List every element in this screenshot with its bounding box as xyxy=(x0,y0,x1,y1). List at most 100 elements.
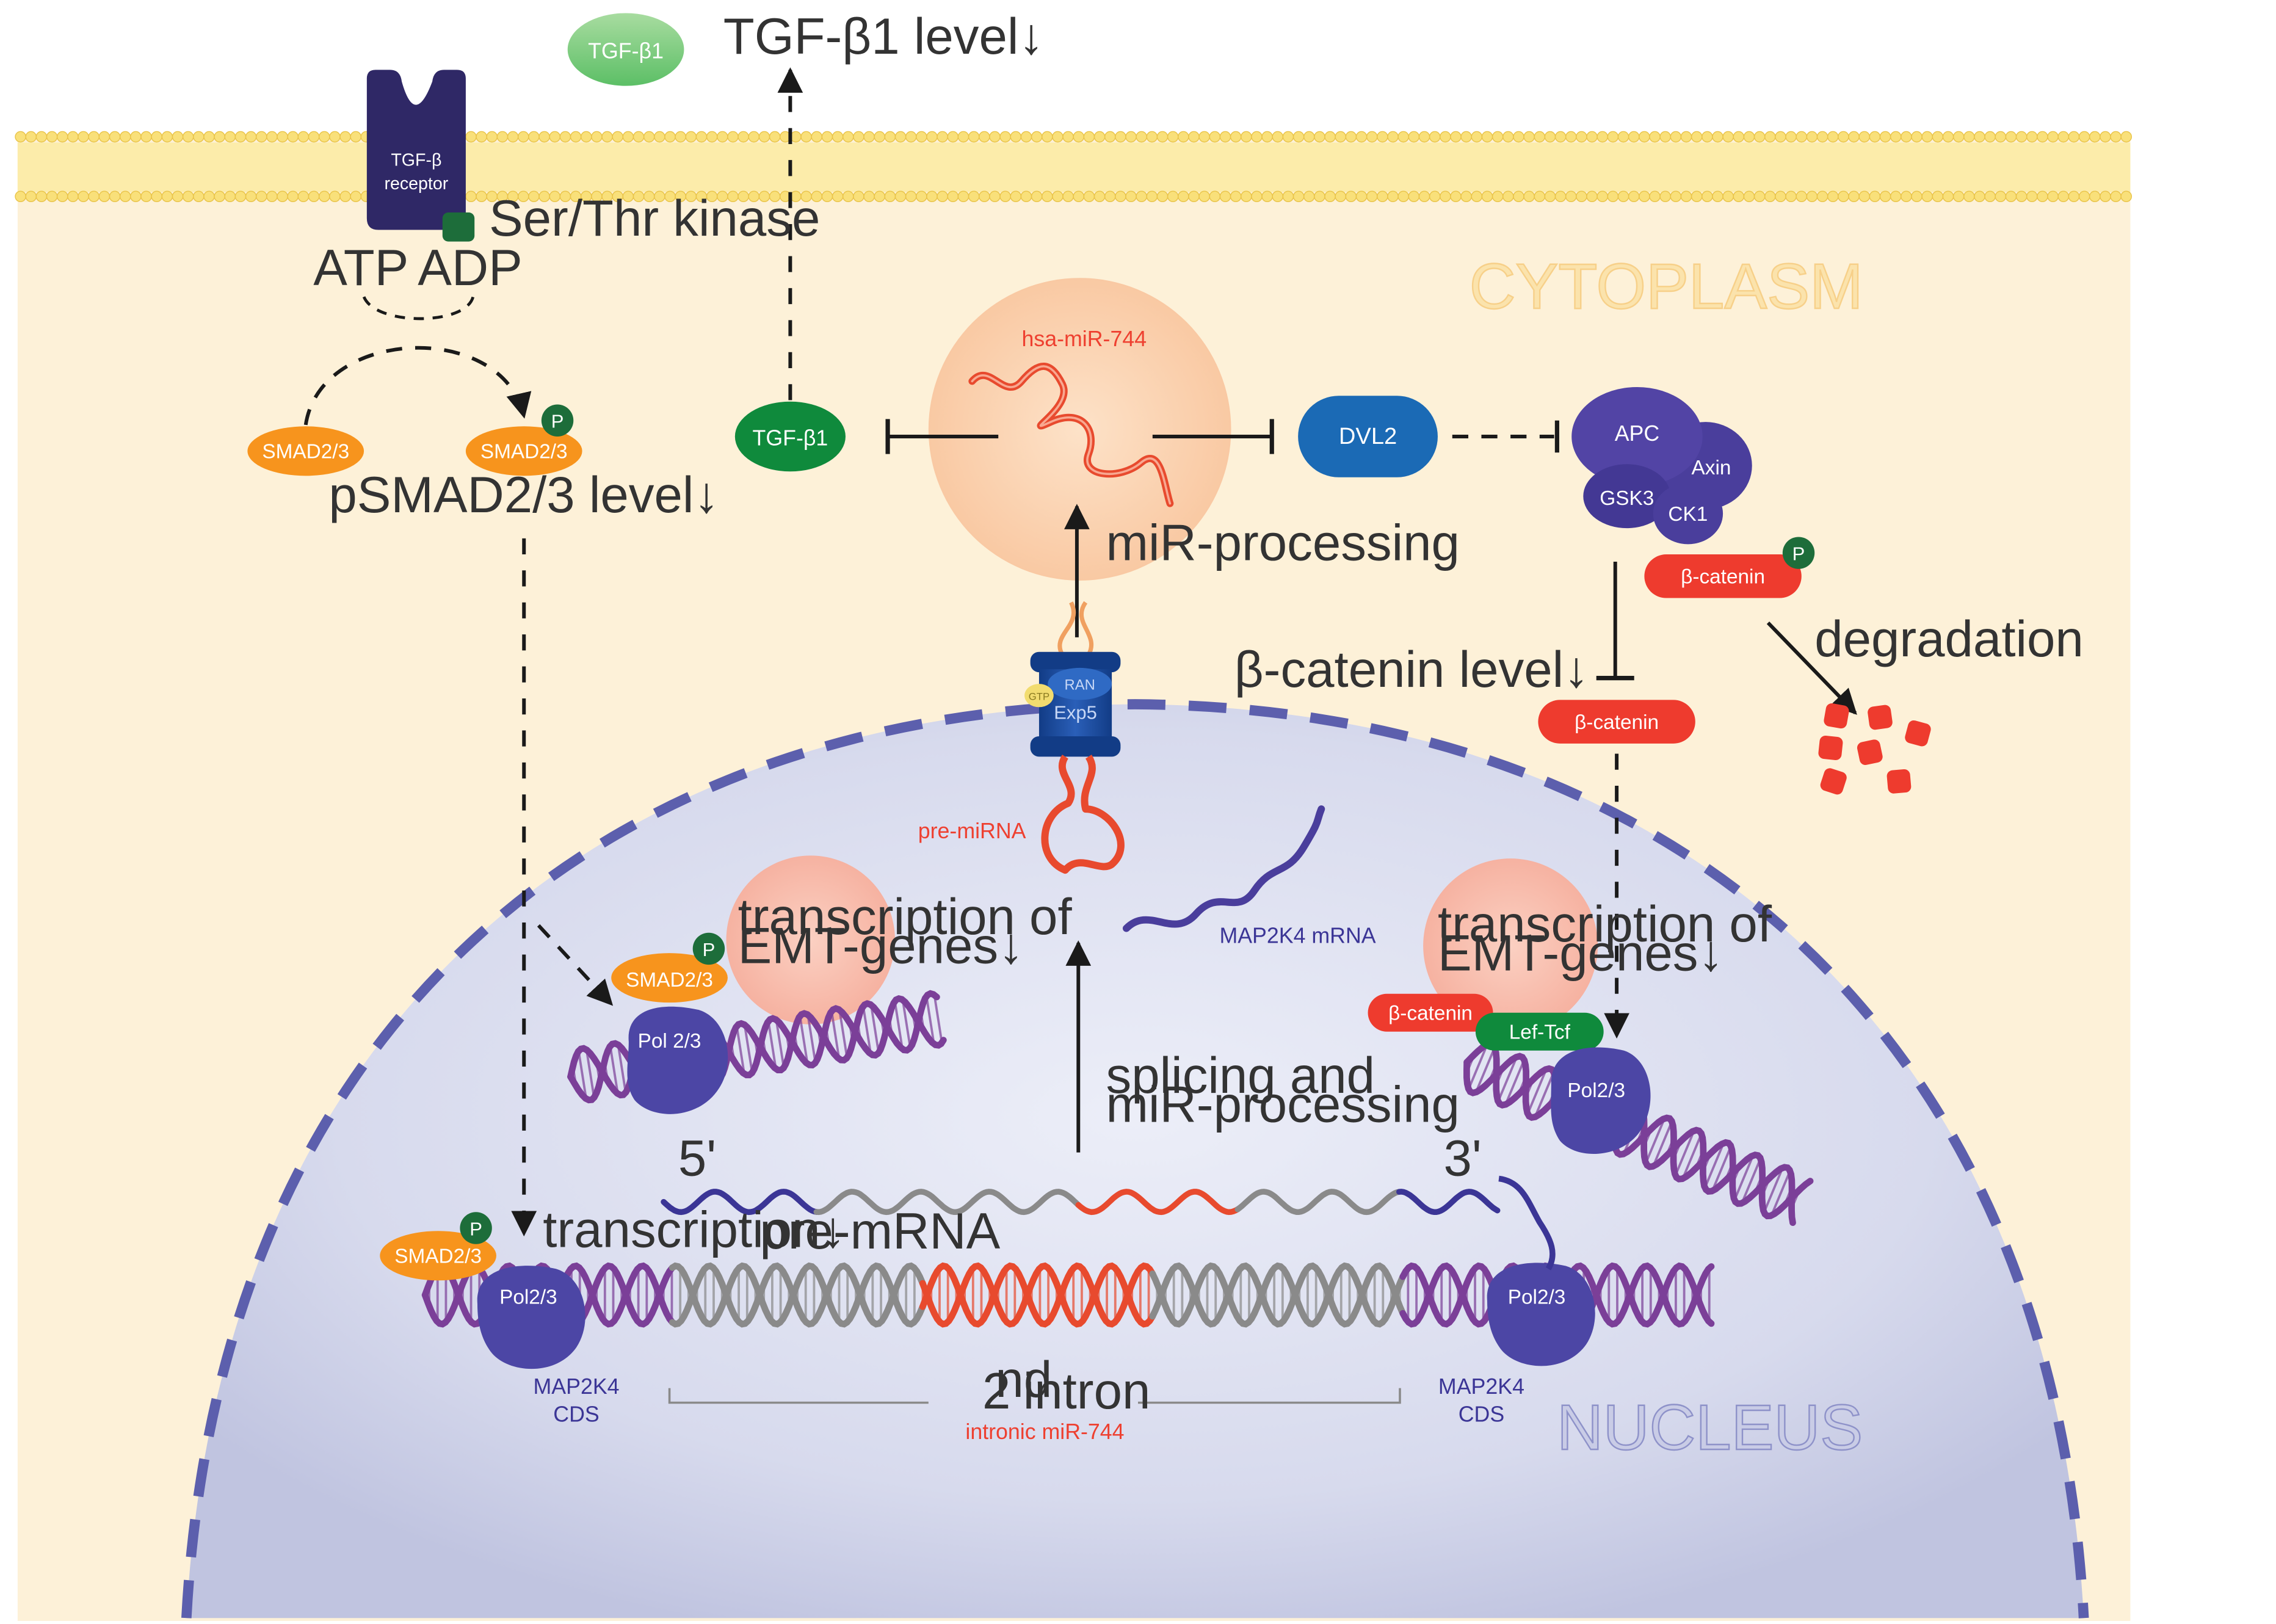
lipid-head-inner xyxy=(1565,190,1577,203)
receptor-label-2: receptor xyxy=(384,174,448,194)
lipid-head-inner xyxy=(1617,190,1629,203)
lipid-head-outer xyxy=(339,131,351,143)
lipid-head-inner xyxy=(1901,190,1912,203)
lipid-head-outer xyxy=(256,131,267,143)
lipid-head-outer xyxy=(203,131,215,143)
b-catenin-level-label: β-catenin level↓ xyxy=(1234,640,1589,698)
atp-adp-arc xyxy=(362,296,475,321)
lipid-head-outer xyxy=(811,131,823,143)
lipid-head-inner xyxy=(297,190,310,203)
psmad-level-label: pSMAD2/3 level↓ xyxy=(328,466,719,523)
lipid-head-inner xyxy=(1104,190,1116,203)
lipid-head-inner xyxy=(476,190,487,203)
lipid-head-outer xyxy=(1974,131,1985,143)
lipid-head-outer xyxy=(1282,131,1294,143)
lipid-head-inner xyxy=(35,190,48,203)
mir-processing-label: miR-processing xyxy=(1106,514,1460,571)
dna-base-pair xyxy=(806,1015,817,1063)
lipid-head-outer xyxy=(685,131,697,143)
dna-base-pair xyxy=(1504,1059,1526,1105)
intron-ordinal: 2 xyxy=(982,1362,1010,1419)
lipid-head-outer xyxy=(528,131,540,143)
lipid-head-inner xyxy=(1995,190,2007,203)
splicing-line1: splicing and xyxy=(1106,1046,1375,1104)
tgf-b1-secreted xyxy=(567,13,684,86)
receptor-label-1: TGF-β xyxy=(391,151,441,170)
lipid-head-outer xyxy=(1963,131,1975,143)
lipid-head-outer xyxy=(968,131,980,143)
lipid-head-inner xyxy=(1481,190,1493,203)
smad-unphosphorylated xyxy=(247,426,364,476)
lipid-head-outer xyxy=(1753,131,1766,143)
lipid-head-inner xyxy=(1628,190,1640,203)
lipid-head-outer xyxy=(318,131,330,143)
lipid-head-outer xyxy=(465,131,477,143)
lipid-head-outer xyxy=(790,131,802,143)
lipid-head-outer xyxy=(1397,131,1410,143)
lipid-head-outer xyxy=(999,131,1011,143)
lipid-head-outer xyxy=(98,131,111,143)
lipid-head-inner xyxy=(2100,190,2111,203)
lipid-head-inner xyxy=(172,190,184,203)
ck1-node xyxy=(1653,483,1723,545)
lipid-head-inner xyxy=(1093,190,1106,203)
smad-nuclear-left-label: SMAD2/3 xyxy=(626,969,713,991)
lipid-head-outer xyxy=(1534,131,1546,143)
tgf-b1-secreted-label: TGF-β1 xyxy=(588,38,664,63)
fragment xyxy=(1824,703,1849,729)
lipid-head-inner xyxy=(1198,190,1210,203)
lipid-head-inner xyxy=(78,190,89,203)
lipid-head-inner xyxy=(1335,190,1347,203)
lipid-head-outer xyxy=(643,131,655,143)
lipid-head-outer xyxy=(25,131,37,143)
tgf-b1-node xyxy=(734,401,846,472)
lipid-head-inner xyxy=(1544,190,1556,203)
lipid-head-inner xyxy=(1942,190,1954,203)
lipid-head-inner xyxy=(1869,190,1881,203)
lipid-head-inner xyxy=(821,190,833,203)
lipid-head-outer xyxy=(245,131,257,143)
lipid-head-inner xyxy=(1502,190,1514,203)
lipid-head-outer xyxy=(1073,131,1085,143)
lipid-head-outer xyxy=(2089,131,2101,143)
lipid-head-inner xyxy=(1491,190,1504,203)
lipid-head-outer xyxy=(821,131,833,143)
lipid-head-outer xyxy=(1628,131,1640,143)
lipid-head-inner xyxy=(1596,190,1609,203)
dna-base-pair xyxy=(1467,1044,1488,1090)
lipid-head-inner xyxy=(1460,190,1472,203)
cytoplasm-label: CYTOPLASM xyxy=(1470,251,1863,322)
lipid-head-outer xyxy=(1879,131,1891,143)
dna-base-pair xyxy=(1763,1167,1784,1213)
lipid-head-inner xyxy=(937,190,948,203)
lipid-head-outer xyxy=(2005,131,2017,143)
lipid-head-inner xyxy=(1272,190,1284,203)
lipid-head-inner xyxy=(1156,190,1169,203)
pol-bottom-left xyxy=(477,1266,585,1369)
smad-nuclear-left-p-label: P xyxy=(703,939,716,960)
lipid-head-inner xyxy=(1146,190,1158,203)
emt-right-line1: transcription of xyxy=(1438,895,1772,952)
dna-base-pair xyxy=(1741,1158,1762,1204)
lipid-head-outer xyxy=(1733,131,1745,143)
lipid-head-inner xyxy=(1377,190,1388,203)
lipid-head-inner xyxy=(140,190,152,203)
lipid-head-outer xyxy=(727,131,739,143)
lipid-head-outer xyxy=(989,131,1001,143)
lipid-head-inner xyxy=(1324,190,1336,203)
lipid-head-outer xyxy=(1136,131,1148,143)
lipid-head-outer xyxy=(549,131,561,143)
lipid-head-outer xyxy=(1649,131,1661,143)
lipid-head-outer xyxy=(1586,131,1598,143)
dna-base-pair xyxy=(735,1026,745,1075)
map2k4-mrna-strand xyxy=(1122,805,1325,932)
b-catenin-nuclear-label: β-catenin xyxy=(1388,1002,1473,1025)
smad-left-label: SMAD2/3 xyxy=(262,441,349,463)
lipid-head-inner xyxy=(67,190,79,203)
lipid-head-inner xyxy=(1848,190,1860,203)
lipid-head-outer xyxy=(863,131,875,143)
lipid-head-inner xyxy=(1796,190,1808,203)
dna-base-pair xyxy=(609,1045,619,1094)
fragment xyxy=(1857,739,1883,766)
ran-node xyxy=(1048,667,1112,700)
